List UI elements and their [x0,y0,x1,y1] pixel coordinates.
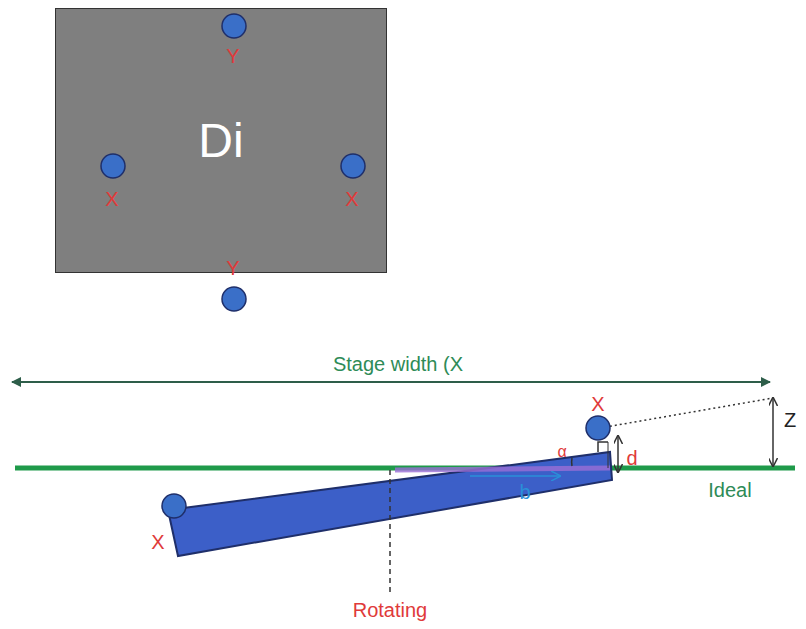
extension-line [600,398,773,428]
plate-label: Di [198,117,243,165]
stage-plate: Di [55,8,387,273]
z-arrow [772,398,774,466]
height-line [608,442,609,468]
axis-label: X [345,189,358,209]
d-arrow [617,436,619,472]
sensor-dot [101,154,125,178]
b-arrow [470,475,560,477]
axis-label: Y [226,46,239,66]
line-label: Ideal [708,480,751,500]
dimension-label: Z [784,410,796,430]
overlap-band [395,468,610,470]
angle-label: α [557,444,566,460]
dimension-label: Stage width (X [333,354,463,374]
sensor-dot [162,494,186,518]
sensor-dot [222,14,246,38]
angle-arc [571,458,573,466]
axis-label: Rotating [353,600,428,620]
axis-label: X [105,189,118,209]
sensor-dot [222,287,246,311]
dimension-label: b [519,482,530,502]
tilted-stage [168,452,612,556]
axis-label: X [591,394,604,414]
rotation-axis [389,470,391,592]
right-angle-mark [598,442,608,452]
ideal-line [15,466,795,471]
dimension-label: d [626,448,637,468]
sensor-dot [341,154,365,178]
axis-label: Y [226,258,239,278]
sensor-dot [586,416,610,440]
axis-label: X [151,532,164,552]
dimension-arrow [12,381,770,383]
